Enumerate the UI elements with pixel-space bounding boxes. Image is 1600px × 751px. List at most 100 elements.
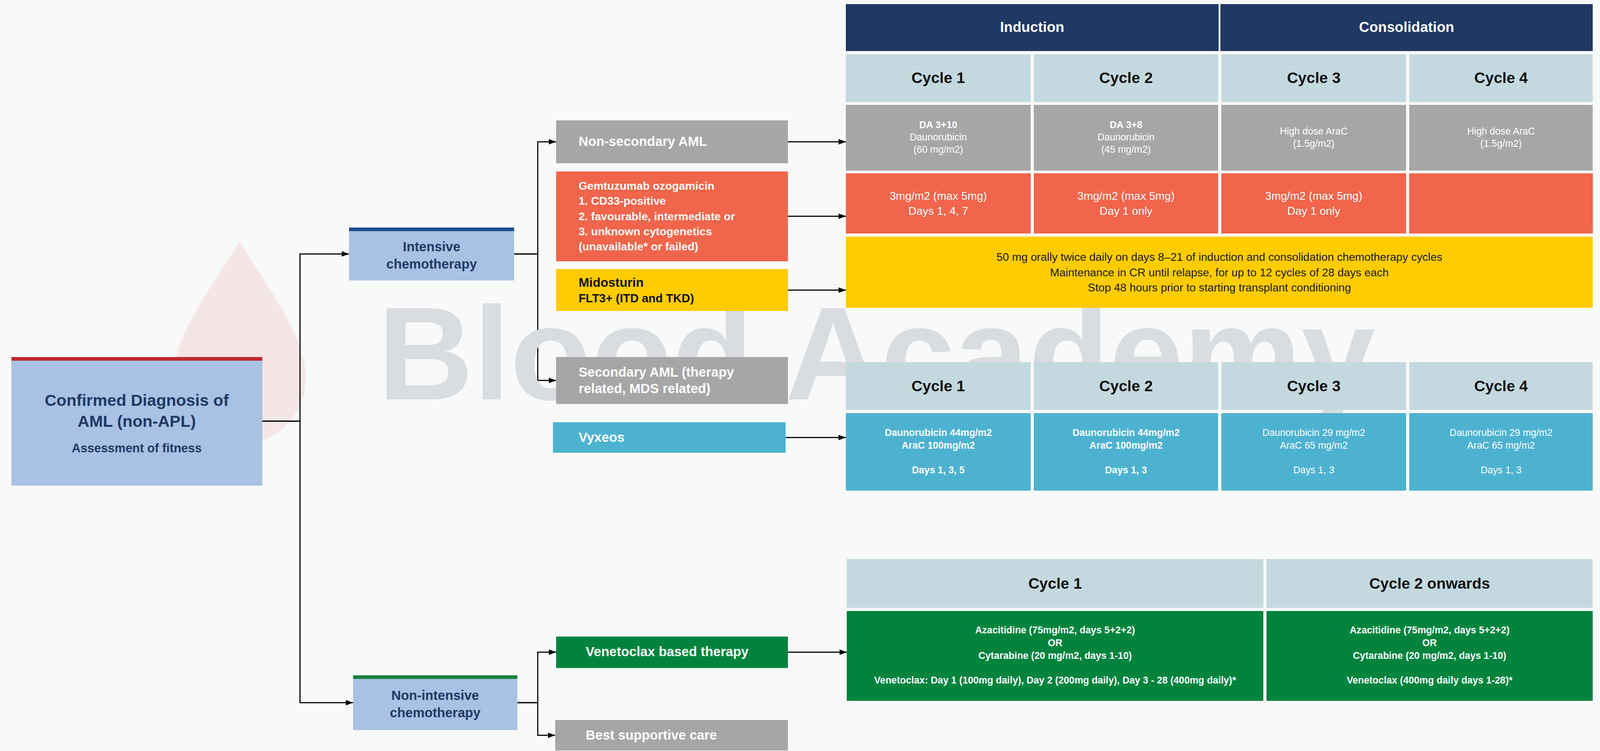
node-text: High dose AraC [1467, 125, 1536, 138]
node-text: Cytarabine (20 mg/m2, days 1-10) [978, 650, 1132, 663]
table-cell: DA 3+8Daunorubicin(45 mg/m2) [1033, 104, 1219, 171]
node-text: AraC 100mg/m2 [901, 439, 975, 453]
node-text: AraC 65 mg/m2 [1467, 439, 1536, 453]
node-text: Venetoclax based therapy [585, 643, 749, 662]
connector-arrow [787, 141, 847, 143]
node-text: Gemtuzumab ozogamicin [578, 178, 715, 194]
node-text: DA 3+8 [1109, 119, 1143, 132]
cycle-header: Cycle 2 [1033, 362, 1219, 411]
node-text: Cycle 3 [1287, 376, 1341, 397]
node-text: Consolidation [1359, 18, 1455, 37]
node-text: Venetoclax: Day 1 (100mg daily), Day 2 (… [874, 674, 1236, 688]
node-text: 3. unknown cytogenetics (unavailable* or… [578, 224, 774, 255]
node-text: Midosturin [578, 275, 644, 292]
node-text: Non-secondary AML [578, 133, 708, 151]
start-box: Confirmed Diagnosis of AML (non-APL) Asse… [11, 357, 263, 486]
cycle-header: Cycle 3 [1221, 362, 1407, 411]
node-text: Days 1, 4, 7 [908, 203, 969, 219]
node-text: Azacitidine (75mg/m2, days 5+2+2) [1349, 624, 1510, 638]
option-box: Gemtuzumab ozogamicin1. CD33-positive2. … [556, 171, 788, 262]
node-text: Daunorubicin 29 mg/m2 [1449, 427, 1553, 440]
option-box: Secondary AML (therapy related, MDS rela… [556, 357, 788, 405]
node-text: Daunorubicin 29 mg/m2 [1262, 427, 1366, 440]
connector-arrow [785, 437, 846, 439]
node-text: Days 1, 3 [1293, 464, 1335, 478]
branch-box: Non-intensive chemotherapy [353, 675, 518, 731]
node-text: AraC 100mg/m2 [1089, 439, 1163, 453]
phase-header: Consolidation [1220, 4, 1593, 52]
cycle-header: Cycle 2 onwards [1266, 559, 1594, 609]
node-text: Daunorubicin [909, 131, 967, 144]
connector-arrow [262, 421, 354, 704]
table-cell: 3mg/m2 (max 5mg)Day 1 only [1033, 173, 1219, 234]
cycle-header: Cycle 1 [845, 362, 1031, 411]
node-text: (1.5g/m2) [1480, 137, 1522, 151]
node-text: Days 1, 3 [1480, 464, 1522, 478]
node-text: Daunorubicin 44mg/m2 [884, 427, 992, 440]
table-cell: Azacitidine (75mg/m2, days 5+2+2)ORCytar… [1266, 611, 1594, 702]
node-text: Cycle 1 [911, 67, 965, 89]
node-text: 3mg/m2 (max 5mg) [889, 188, 987, 204]
node-text: DA 3+10 [919, 119, 958, 132]
node-text: Assessment of fitness [71, 440, 202, 457]
table-cell: High dose AraC(1.5g/m2) [1221, 104, 1407, 171]
node-text: Azacitidine (75mg/m2, days 5+2+2) [974, 624, 1136, 638]
connector-arrow [787, 651, 848, 654]
node-text: Cycle 2 [1099, 67, 1153, 89]
node-text: Induction [1000, 18, 1065, 37]
cycle-header: Cycle 1 [846, 559, 1264, 609]
cycle-header: Cycle 1 [845, 54, 1031, 103]
node-text: OR [1047, 637, 1063, 651]
node-text: Cycle 1 [911, 376, 965, 397]
node-text: Confirmed Diagnosis of AML (non-APL) [34, 390, 239, 433]
node-text: Best supportive care [585, 727, 718, 745]
node-text: 3mg/m2 (max 5mg) [1265, 188, 1363, 204]
node-text: Intensive chemotherapy [375, 238, 488, 274]
node-text: 1. CD33-positive [578, 193, 666, 209]
table-cell: Daunorubicin 44mg/m2AraC 100mg/m2Days 1,… [845, 413, 1031, 491]
node-text: Venetoclax (400mg daily days 1-28)* [1346, 674, 1513, 688]
node-text: Cycle 4 [1474, 67, 1528, 89]
table-cell: Daunorubicin 29 mg/m2AraC 65 mg/m2Days 1… [1221, 413, 1407, 491]
connector-arrow [262, 254, 350, 422]
cycle-header: Cycle 2 [1033, 54, 1219, 103]
option-box: Best supportive care [555, 720, 788, 751]
node-text: Cycle 2 onwards [1369, 573, 1491, 595]
option-box: MidosturinFLT3+ (ITD and TKD) [556, 269, 788, 312]
option-box: Vyxeos [552, 422, 786, 454]
branch-box: Intensive chemotherapy [349, 227, 515, 281]
node-text: OR [1422, 637, 1438, 651]
option-box: Non-secondary AML [556, 120, 788, 164]
node-text: Stop 48 hours prior to starting transpla… [1087, 280, 1351, 296]
table-cell: High dose AraC(1.5g/m2) [1409, 104, 1594, 171]
node-text: 2. favourable, intermediate or [578, 208, 735, 225]
table-cell: DA 3+10Daunorubicin(60 mg/m2) [845, 104, 1031, 171]
node-text: 3mg/m2 (max 5mg) [1077, 188, 1175, 204]
node-text: Cycle 3 [1287, 67, 1341, 89]
node-text: Secondary AML (therapy related, MDS rela… [578, 364, 763, 398]
node-text: Cycle 2 [1099, 376, 1153, 397]
node-text: (1.5g/m2) [1292, 137, 1335, 151]
phase-header: Induction [845, 4, 1219, 52]
node-text: (45 mg/m2) [1101, 143, 1152, 157]
node-text: Non-intensive chemotherapy [379, 687, 492, 723]
node-text: Daunorubicin 44mg/m2 [1072, 427, 1180, 440]
empty-table-cell [1409, 173, 1594, 234]
node-text: FLT3+ (ITD and TKD) [578, 291, 694, 306]
table-cell: 3mg/m2 (max 5mg)Day 1 only [1221, 173, 1407, 234]
connector-arrow [517, 652, 557, 704]
node-text: Cycle 1 [1028, 573, 1082, 595]
table-band: 50 mg orally twice daily on days 8–21 of… [845, 236, 1593, 309]
table-cell: Azacitidine (75mg/m2, days 5+2+2)ORCytar… [846, 611, 1264, 702]
node-text: Days 1, 3 [1104, 464, 1147, 478]
table-cell: 3mg/m2 (max 5mg)Days 1, 4, 7 [845, 173, 1031, 234]
node-text: Vyxeos [578, 429, 625, 447]
cycle-header: Cycle 3 [1221, 54, 1407, 103]
table-cell: Daunorubicin 29 mg/m2AraC 65 mg/m2Days 1… [1409, 413, 1594, 491]
cycle-header: Cycle 4 [1409, 362, 1594, 411]
node-text: AraC 65 mg/m2 [1279, 439, 1348, 453]
connector-arrow [514, 141, 557, 255]
node-text: 50 mg orally twice daily on days 8–21 of… [996, 249, 1443, 265]
connector-arrow [787, 215, 847, 218]
